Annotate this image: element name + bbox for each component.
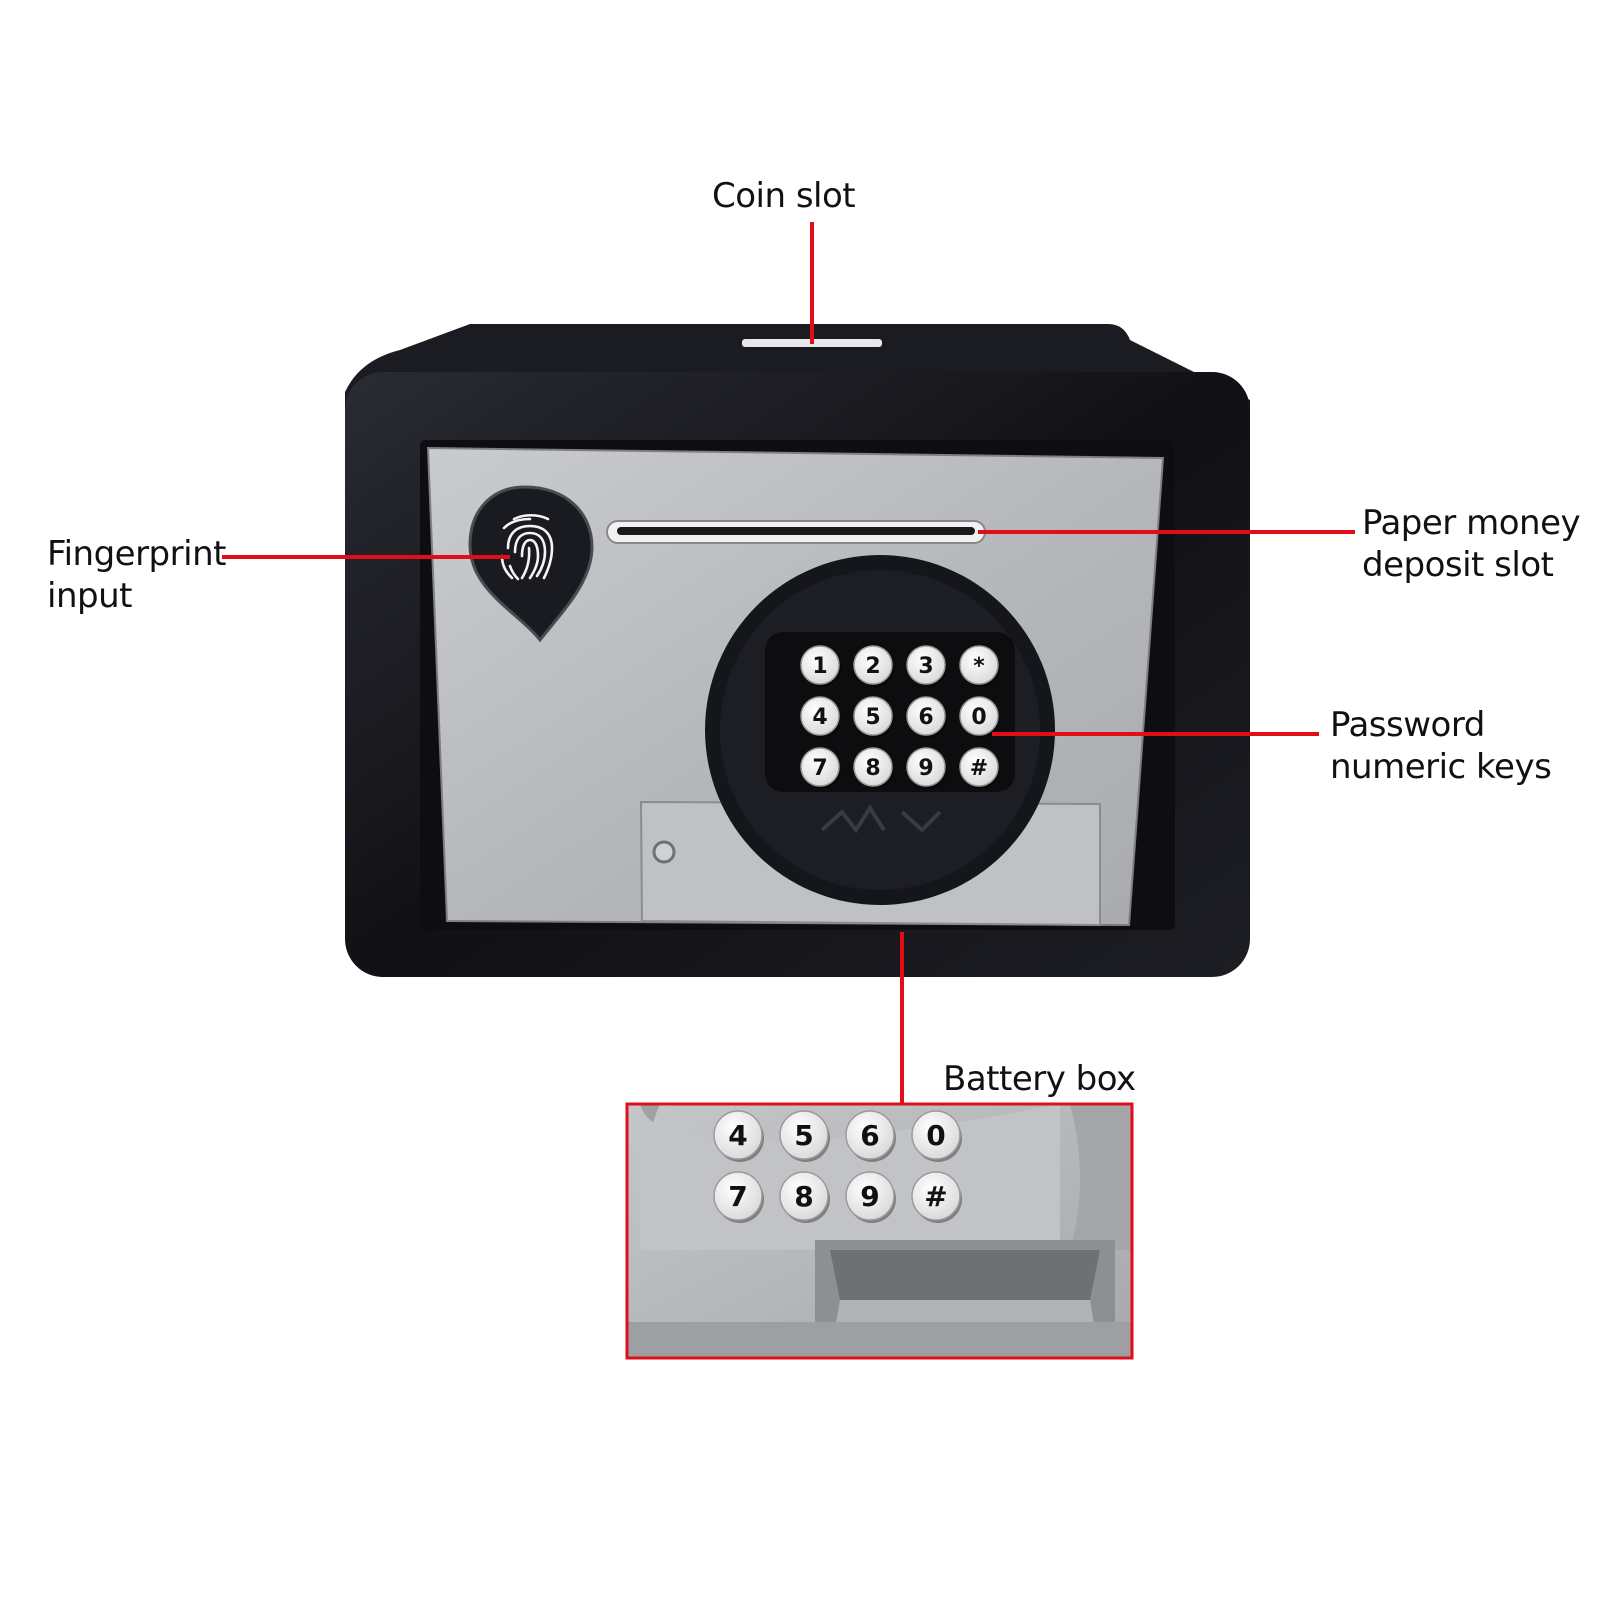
keypad: 1 2 3 * 4 5 6 0 7 8 9 # [800,645,1000,789]
inset-key-label: 5 [794,1119,813,1152]
keypad-key-1[interactable]: 1 [800,645,841,687]
inset-key-5[interactable]: 5 [779,1110,830,1162]
battery-box-inset-frame [625,1102,1134,1360]
keypad-key-label: 6 [918,705,933,730]
keypad-key-star[interactable]: * [959,645,1000,687]
keypad-key-hash[interactable]: # [959,747,1000,789]
battery-door-screw [652,840,676,864]
fingerprint-leader [222,555,510,559]
keypad-key-label: 1 [812,654,827,679]
keypad-key-label: 9 [918,756,933,781]
inset-key-0[interactable]: 0 [911,1110,962,1162]
battery-box-leader [900,932,904,1104]
keypad-key-5[interactable]: 5 [853,696,894,738]
keypad-key-label: * [973,654,985,679]
inset-key-label: 0 [926,1119,945,1152]
inset-key-9[interactable]: 9 [845,1171,896,1223]
inset-key-hash[interactable]: # [911,1171,962,1223]
keypad-key-7[interactable]: 7 [800,747,841,789]
keypad-key-label: 4 [812,705,827,730]
inset-key-4[interactable]: 4 [713,1110,764,1162]
inset-key-label: 8 [794,1180,813,1213]
battery-box-inset: 4 5 6 0 7 8 9 # [627,1104,1132,1358]
keypad-key-label: 2 [865,654,880,679]
inset-key-label: # [924,1180,947,1213]
inset-keypad: 4 5 6 0 7 8 9 # [713,1110,962,1223]
coin-slot-label: Coin slot [712,176,856,216]
keypad-key-0[interactable]: 0 [959,696,1000,738]
fingerprint-label: Fingerprint input [47,534,226,616]
inset-key-label: 7 [728,1180,747,1213]
fingerprint-sensor [468,485,594,643]
keypad-key-3[interactable]: 3 [906,645,947,687]
battery-box-label: Battery box [943,1059,1136,1099]
paper-money-leader [978,530,1355,534]
keypad-key-label: 5 [865,705,880,730]
dial-zigzag-logo [820,804,942,834]
password-leader [992,732,1319,736]
keypad-key-2[interactable]: 2 [853,645,894,687]
keypad-key-8[interactable]: 8 [853,747,894,789]
password-label: Password numeric keys [1330,705,1552,787]
paper-money-label: Paper money deposit slot [1362,503,1581,585]
keypad-key-label: 3 [918,654,933,679]
keypad-key-label: 8 [865,756,880,781]
inset-key-6[interactable]: 6 [845,1110,896,1162]
inset-key-label: 6 [860,1119,879,1152]
inset-key-8[interactable]: 8 [779,1171,830,1223]
keypad-key-label: 0 [971,705,986,730]
inset-key-label: 9 [860,1180,879,1213]
keypad-key-label: 7 [812,756,827,781]
keypad-key-6[interactable]: 6 [906,696,947,738]
fingerprint-icon [500,513,554,581]
coin-slot-leader [810,222,814,344]
keypad-key-4[interactable]: 4 [800,696,841,738]
keypad-key-9[interactable]: 9 [906,747,947,789]
keypad-key-label: # [970,756,988,781]
inset-key-7[interactable]: 7 [713,1171,764,1223]
inset-key-label: 4 [728,1119,747,1152]
